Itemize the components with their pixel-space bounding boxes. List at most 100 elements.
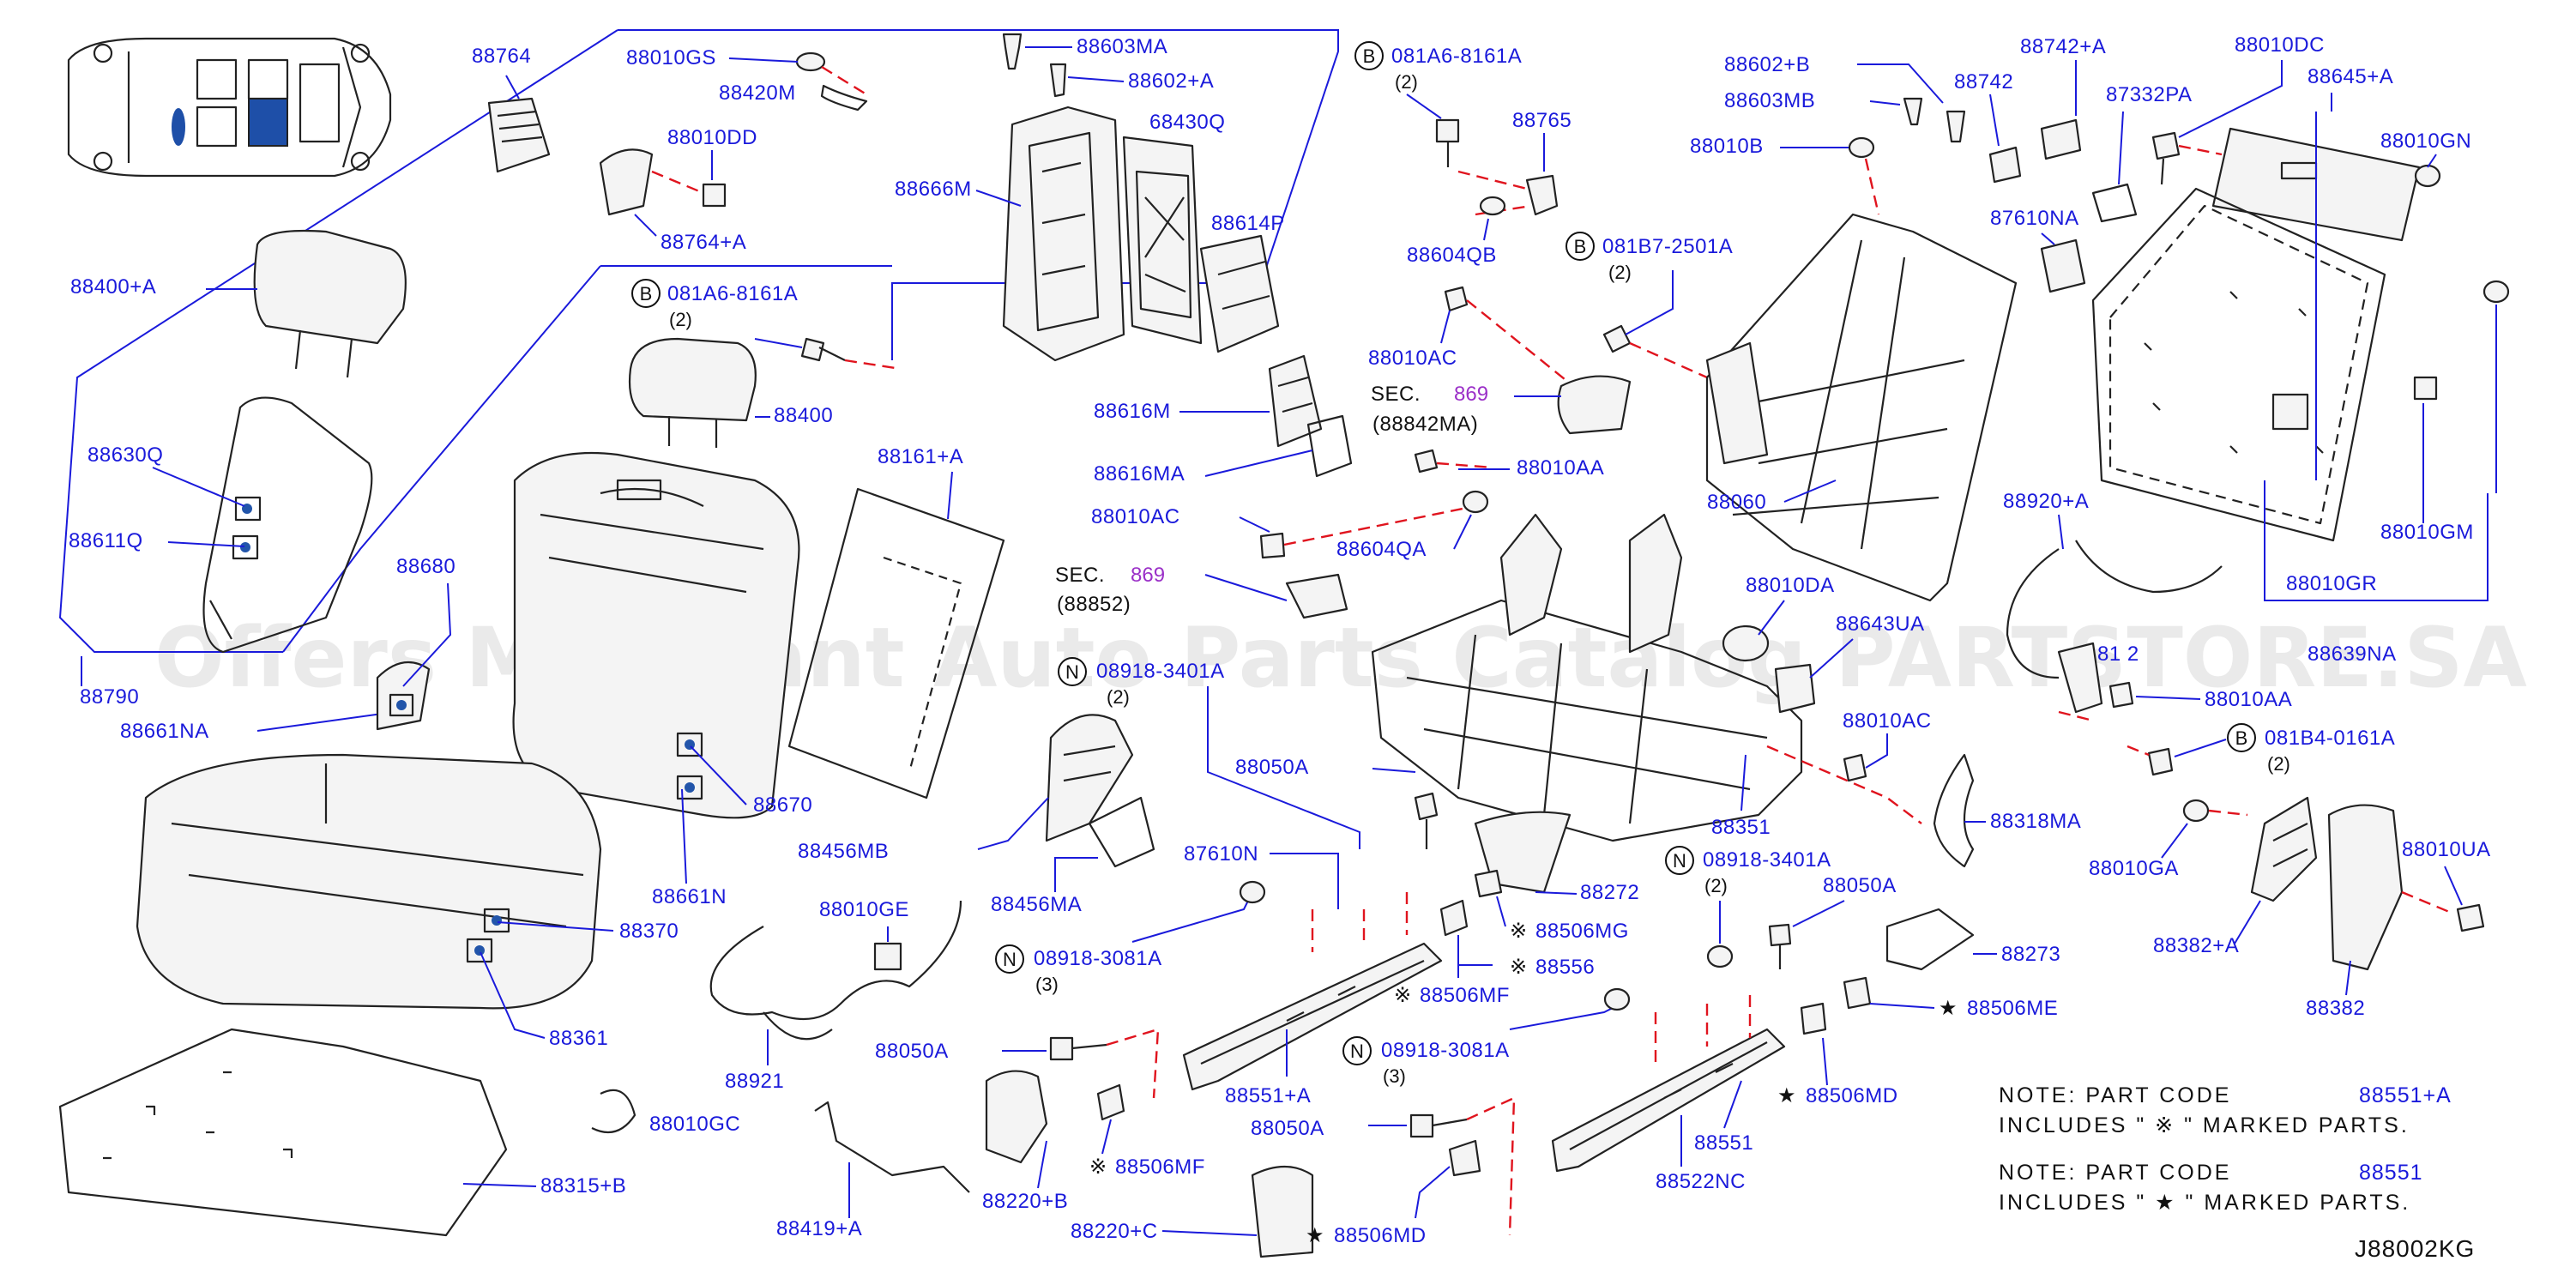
label-88645-a[interactable]: 88645+A	[2308, 65, 2393, 88]
label-88551[interactable]: 88551	[1694, 1131, 1753, 1155]
label-87332pa[interactable]: 87332PA	[2106, 83, 2192, 106]
label-sec-869-a-num[interactable]: 869	[1454, 383, 1488, 406]
label-08918-3081a-3[interactable]: 08918-3081A	[1381, 1039, 1510, 1062]
part-88050a-3[interactable]	[1409, 1113, 1468, 1138]
label-88010dd[interactable]: 88010DD	[667, 126, 757, 149]
part-88643ua[interactable]	[1774, 663, 1816, 714]
label-88060[interactable]: 88060	[1707, 491, 1766, 514]
part-88742-a[interactable]	[2040, 118, 2082, 160]
part-88456ma[interactable]	[1088, 796, 1155, 868]
part-bolt-081a6-left[interactable]	[800, 337, 846, 362]
label-88351[interactable]: 88351	[1711, 816, 1771, 839]
label-88506md-2[interactable]: 88506MD	[1806, 1084, 1898, 1107]
label-88742-a[interactable]: 88742+A	[2020, 35, 2106, 58]
part-88842ma[interactable]	[1557, 375, 1632, 435]
label-88630q[interactable]: 88630Q	[87, 443, 163, 467]
part-88272[interactable]	[1474, 811, 1572, 894]
label-88010aa-1[interactable]: 88010AA	[1517, 456, 1604, 480]
part-88010ge[interactable]	[873, 942, 902, 971]
label-88456ma[interactable]: 88456MA	[991, 893, 1082, 916]
label-08918-3081a-2[interactable]: 08918-3081A	[1034, 947, 1162, 970]
label-88602-a[interactable]: 88602+A	[1128, 69, 1214, 93]
label-88852[interactable]: (88852)	[1057, 593, 1131, 616]
part-87610na[interactable]	[2040, 238, 2086, 293]
part-88050a-1[interactable]	[1414, 792, 1439, 849]
part-88765[interactable]	[1525, 174, 1559, 216]
label-88639na[interactable]: 88639NA	[2308, 643, 2397, 666]
label-88604qa[interactable]: 88604QA	[1336, 538, 1427, 561]
part-88220-b[interactable]	[985, 1070, 1048, 1164]
label-88522nc[interactable]: 88522NC	[1656, 1170, 1746, 1193]
part-88318ma[interactable]	[1933, 753, 1975, 868]
label-88220-b[interactable]: 88220+B	[982, 1190, 1068, 1213]
label-88420m[interactable]: 88420M	[719, 81, 796, 105]
label-88400-a[interactable]: 88400+A	[70, 275, 156, 299]
label-88010da[interactable]: 88010DA	[1746, 574, 1835, 597]
part-88852[interactable]	[1285, 573, 1348, 619]
label-88010gm[interactable]: 88010GM	[2380, 521, 2474, 544]
part-nut-08918-4[interactable]	[1706, 944, 1734, 968]
label-88010gr[interactable]: 88010GR	[2286, 572, 2377, 595]
label-88506mg[interactable]: 88506MG	[1535, 920, 1629, 943]
label-87610na[interactable]: 87610NA	[1990, 207, 2079, 230]
label-081a6-left[interactable]: 081A6-8161A	[667, 282, 798, 305]
label-88765[interactable]: 88765	[1512, 109, 1572, 132]
part-88382-a[interactable]	[2250, 796, 2318, 902]
part-88742[interactable]	[1988, 146, 2022, 184]
label-sec-869-b-num[interactable]: 869	[1131, 564, 1165, 587]
part-88604qb[interactable]	[1479, 196, 1506, 216]
label-88661na[interactable]: 88661NA	[120, 720, 209, 743]
label-88614p[interactable]: 88614P	[1211, 212, 1285, 235]
part-88010dd[interactable]	[702, 183, 727, 208]
part-88603mb[interactable]	[1903, 97, 1923, 126]
label-88666m[interactable]: 88666M	[895, 178, 972, 201]
part-88506me[interactable]	[1843, 976, 1872, 1010]
label-88370[interactable]: 88370	[619, 920, 679, 943]
part-backrest-panel[interactable]	[202, 396, 373, 654]
label-88010gc[interactable]: 88010GC	[649, 1113, 740, 1136]
part-88604qa[interactable]	[1462, 490, 1489, 514]
label-88010ga[interactable]: 88010GA	[2089, 857, 2179, 880]
label-88010aa-2[interactable]: 88010AA	[2205, 688, 2292, 711]
part-88050a-2[interactable]	[1049, 1036, 1107, 1061]
label-88010ac-1[interactable]: 88010AC	[1368, 347, 1457, 370]
part-nut-08918-3[interactable]	[1603, 987, 1631, 1011]
label-88010gn[interactable]: 88010GN	[2380, 130, 2471, 153]
part-bolt-88010ac-1[interactable]	[1444, 286, 1469, 312]
part-88010gc[interactable]	[591, 1089, 636, 1134]
label-88603mb[interactable]: 88603MB	[1724, 89, 1815, 112]
label-88161-a[interactable]: 88161+A	[878, 445, 963, 468]
label-88010ac-3[interactable]: 88010AC	[1843, 709, 1932, 733]
label-88764[interactable]: 88764	[472, 45, 531, 68]
part-88400-a[interactable]	[253, 229, 407, 378]
label-88382-a[interactable]: 88382+A	[2153, 934, 2239, 957]
part-88602-a[interactable]	[1049, 63, 1067, 98]
part-88010dc[interactable]	[2151, 131, 2181, 185]
part-88764-a[interactable]	[599, 148, 654, 216]
part-88161-a[interactable]	[787, 487, 1005, 799]
part-87332pa[interactable]	[2091, 183, 2138, 223]
label-87610n[interactable]: 87610N	[1184, 842, 1258, 866]
part-bolt-081b7[interactable]	[1602, 324, 1632, 353]
label-88361[interactable]: 88361	[549, 1027, 608, 1050]
label-88603ma[interactable]: 88603MA	[1077, 35, 1167, 58]
part-88456mb[interactable]	[1045, 714, 1134, 842]
label-88556[interactable]: 88556	[1535, 956, 1595, 979]
part-88010aa-1[interactable]	[1414, 449, 1439, 474]
part-88614p[interactable]	[1199, 234, 1280, 353]
label-88616ma[interactable]: 88616MA	[1094, 462, 1185, 486]
part-88273[interactable]	[1885, 908, 1975, 971]
part-88920-a[interactable]	[2006, 540, 2223, 679]
note-2-code[interactable]: 88551	[2359, 1161, 2423, 1185]
part-88315-b[interactable]	[58, 1028, 508, 1237]
label-88010ac-2[interactable]: 88010AC	[1091, 505, 1180, 528]
label-88382[interactable]: 88382	[2306, 997, 2365, 1020]
part-lever-bracket[interactable]	[2057, 642, 2103, 714]
label-88050a-4[interactable]: 88050A	[1823, 874, 1897, 897]
label-88506md-1[interactable]: 88506MD	[1334, 1224, 1427, 1247]
label-88010gs[interactable]: 88010GS	[626, 46, 716, 69]
label-88050a-3[interactable]: 88050A	[1251, 1117, 1324, 1140]
label-81-2[interactable]: 81 2	[2097, 643, 2139, 666]
part-88050a-4[interactable]	[1768, 923, 1792, 969]
part-88603ma[interactable]	[1002, 33, 1023, 70]
